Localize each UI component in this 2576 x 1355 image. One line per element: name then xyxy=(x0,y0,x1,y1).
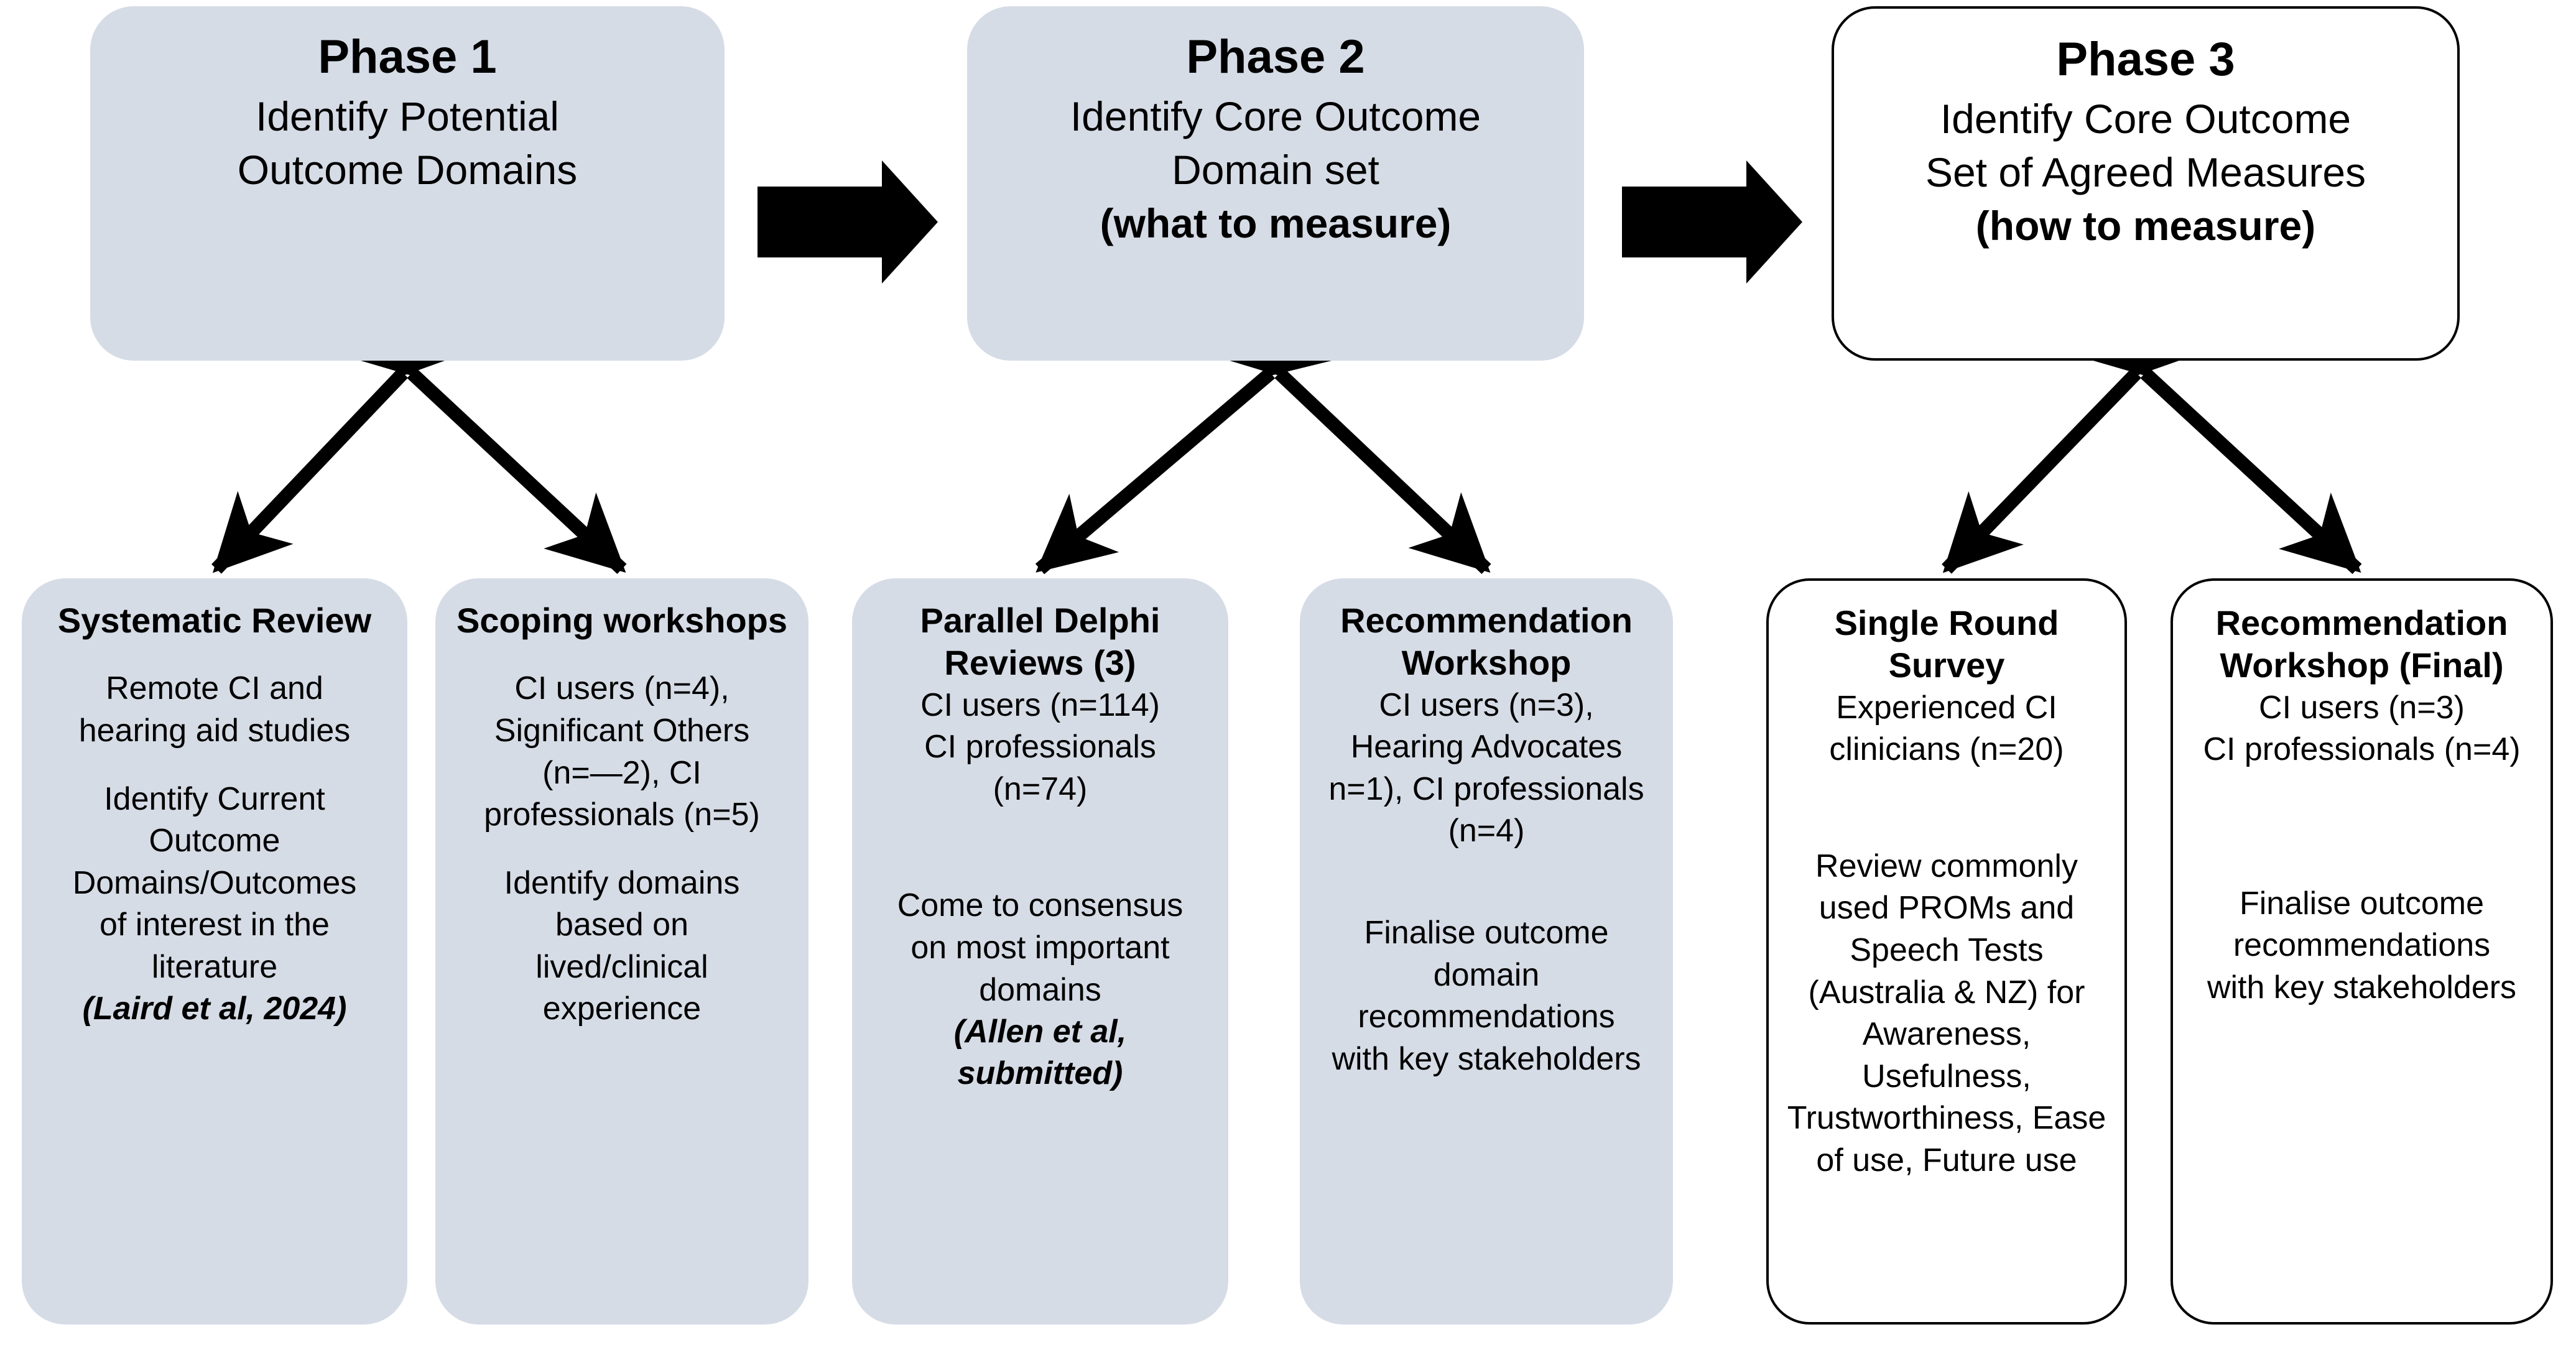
participant-line: Hearing Advocates xyxy=(1350,729,1623,765)
purpose-line: Trustworthiness, Ease xyxy=(1787,1100,2106,1137)
participant-line: Significant Others xyxy=(494,712,750,749)
purpose-line: Identify Current xyxy=(104,780,325,817)
participant-line: CI professionals (n=4) xyxy=(2203,731,2521,768)
purpose-line: on most important xyxy=(910,930,1170,966)
activity-box-recommendation-workshop[interactable]: Recommendation Workshop CI users (n=3), … xyxy=(1300,578,1673,1325)
purpose-line: experience xyxy=(542,991,702,1027)
participant-line: (n=—2), CI xyxy=(542,754,702,791)
activity-participants: Experienced CI clinicians (n=20) xyxy=(1829,687,2064,771)
purpose-line: of use, Future use xyxy=(1816,1142,2077,1178)
activity-purpose: Finalise outcome recommendations with ke… xyxy=(2207,883,2516,1009)
activity-purpose: Come to consensus on most important doma… xyxy=(897,885,1184,1011)
double-arrow-phase-3-recommendation-workshop-final xyxy=(2067,297,2362,575)
purpose-line: Usefulness, xyxy=(1862,1058,2031,1094)
activity-box-recommendation-workshop-final[interactable]: Recommendation Workshop (Final) CI users… xyxy=(2171,578,2553,1325)
phase-title: Phase 1 xyxy=(318,30,497,83)
phase-box-phase-2[interactable]: Phase 2 Identify Core Outcome Domain set… xyxy=(967,6,1584,361)
purpose-line: lived/clinical xyxy=(535,948,708,985)
purpose-line: Speech Tests xyxy=(1850,932,2044,968)
double-arrow-phase-3-single-round-survey xyxy=(1942,295,2213,574)
double-arrow-phase-1-scoping-workshops xyxy=(333,296,627,575)
participant-line: professionals (n=5) xyxy=(484,797,760,833)
purpose-line: based on xyxy=(555,907,688,943)
purpose-line: Identify domains xyxy=(504,864,740,901)
activity-title: Parallel Delphi Reviews (3) xyxy=(920,601,1161,683)
double-arrow-phase-1-systematic-review xyxy=(211,295,480,574)
activity-title: Systematic Review xyxy=(57,601,372,640)
double-arrow-phase-2-parallel-delphi-reviews xyxy=(1035,297,1350,575)
activity-participants: CI users (n=3), Hearing Advocates n=1), … xyxy=(1328,685,1644,853)
phase-subtitle-line: Identify Core Outcome xyxy=(1940,96,2351,142)
participant-line: (n=74) xyxy=(993,770,1088,807)
phase-subtitle-line: Domain set xyxy=(1172,147,1379,193)
participant-line: CI users (n=114) xyxy=(920,687,1160,723)
purpose-line: Come to consensus xyxy=(897,887,1184,924)
activity-purpose: Review commonly used PROMs and Speech Te… xyxy=(1787,846,2106,1182)
activity-box-scoping-workshops[interactable]: Scoping workshops CI users (n=4), Signif… xyxy=(435,578,808,1325)
purpose-line: (Australia & NZ) for xyxy=(1808,974,2085,1010)
participant-line: CI users (n=4), xyxy=(514,670,730,707)
activity-participants: CI users (n=4), Significant Others (n=—2… xyxy=(484,668,760,836)
purpose-line: Awareness, xyxy=(1862,1016,2031,1053)
activity-purpose: Identify domains based on lived/clinical… xyxy=(504,862,740,1030)
participant-line: CI professionals xyxy=(924,729,1156,765)
activity-purpose: Identify Current Outcome Domains/Outcome… xyxy=(73,779,357,989)
activity-title: Recommendation Workshop xyxy=(1340,601,1633,683)
phase-subtitle-line: Identify Core Outcome xyxy=(1070,93,1481,140)
activity-title: Single Round Survey xyxy=(1834,603,2059,685)
purpose-line: Finalise outcome xyxy=(1364,915,1609,951)
phase-emphasis-line: (what to measure) xyxy=(1100,200,1452,246)
activity-citation: (Allen et al, submitted) xyxy=(953,1014,1127,1091)
purpose-line: with key stakeholders xyxy=(2207,969,2517,1006)
purpose-line: Review commonly xyxy=(1815,848,2078,884)
purpose-line: of interest in the xyxy=(99,907,330,943)
activity-participants: CI users (n=114) CI professionals (n=74) xyxy=(920,685,1160,811)
activity-citation: (Laird et al, 2024) xyxy=(82,991,347,1027)
phase-title: Phase 2 xyxy=(1186,30,1365,83)
purpose-line: Finalise outcome xyxy=(2239,885,2485,922)
purpose-line: used PROMs and xyxy=(1818,890,2075,927)
activity-participants: CI users (n=3) CI professionals (n=4) xyxy=(2203,687,2520,771)
purpose-line: Outcome xyxy=(149,823,280,859)
participant-line: Experienced CI xyxy=(1836,689,2057,726)
purpose-line: with key stakeholders xyxy=(1332,1040,1641,1077)
participant-line: Remote CI and xyxy=(106,670,323,707)
activity-title: Recommendation Workshop (Final) xyxy=(2215,603,2508,685)
phase-title: Phase 3 xyxy=(2056,33,2235,86)
phase-subtitle-line: Set of Agreed Measures xyxy=(1925,149,2366,196)
participant-line: hearing aid studies xyxy=(78,712,351,749)
phase-subtitle-line: Identify Potential xyxy=(256,93,559,140)
double-arrow-phase-2-recommendation-workshop xyxy=(1201,296,1491,574)
participant-line: CI users (n=3) xyxy=(2259,689,2465,726)
phase-emphasis-line: (how to measure) xyxy=(1975,202,2316,249)
phase-box-phase-1[interactable]: Phase 1 Identify Potential Outcome Domai… xyxy=(90,6,725,361)
activity-participants: Remote CI and hearing aid studies xyxy=(79,668,351,752)
activity-title: Scoping workshops xyxy=(456,601,788,640)
purpose-line: literature xyxy=(151,948,278,985)
participant-line: n=1), CI professionals xyxy=(1328,770,1644,807)
phase-subtitle-line: Outcome Domains xyxy=(237,147,578,193)
activity-purpose: Finalise outcome domain recommendations … xyxy=(1332,912,1641,1080)
block-arrow-phase-1-to-phase-2 xyxy=(758,160,938,284)
purpose-line: domain xyxy=(1433,956,1540,993)
participant-line: CI users (n=3), xyxy=(1379,687,1594,723)
purpose-line: recommendations xyxy=(2233,927,2491,964)
participant-line: clinicians (n=20) xyxy=(1829,731,2064,768)
activity-box-systematic-review[interactable]: Systematic Review Remote CI and hearing … xyxy=(22,578,407,1325)
phase-box-phase-3[interactable]: Phase 3 Identify Core Outcome Set of Agr… xyxy=(1832,6,2460,361)
purpose-line: domains xyxy=(979,971,1101,1008)
purpose-line: Domains/Outcomes xyxy=(72,864,357,901)
activity-box-single-round-survey[interactable]: Single Round Survey Experienced CI clini… xyxy=(1766,578,2127,1325)
purpose-line: recommendations xyxy=(1358,999,1615,1035)
block-arrow-phase-2-to-phase-3 xyxy=(1622,160,1802,284)
activity-box-parallel-delphi-reviews[interactable]: Parallel Delphi Reviews (3) CI users (n=… xyxy=(852,578,1228,1325)
participant-line: (n=4) xyxy=(1448,813,1525,849)
